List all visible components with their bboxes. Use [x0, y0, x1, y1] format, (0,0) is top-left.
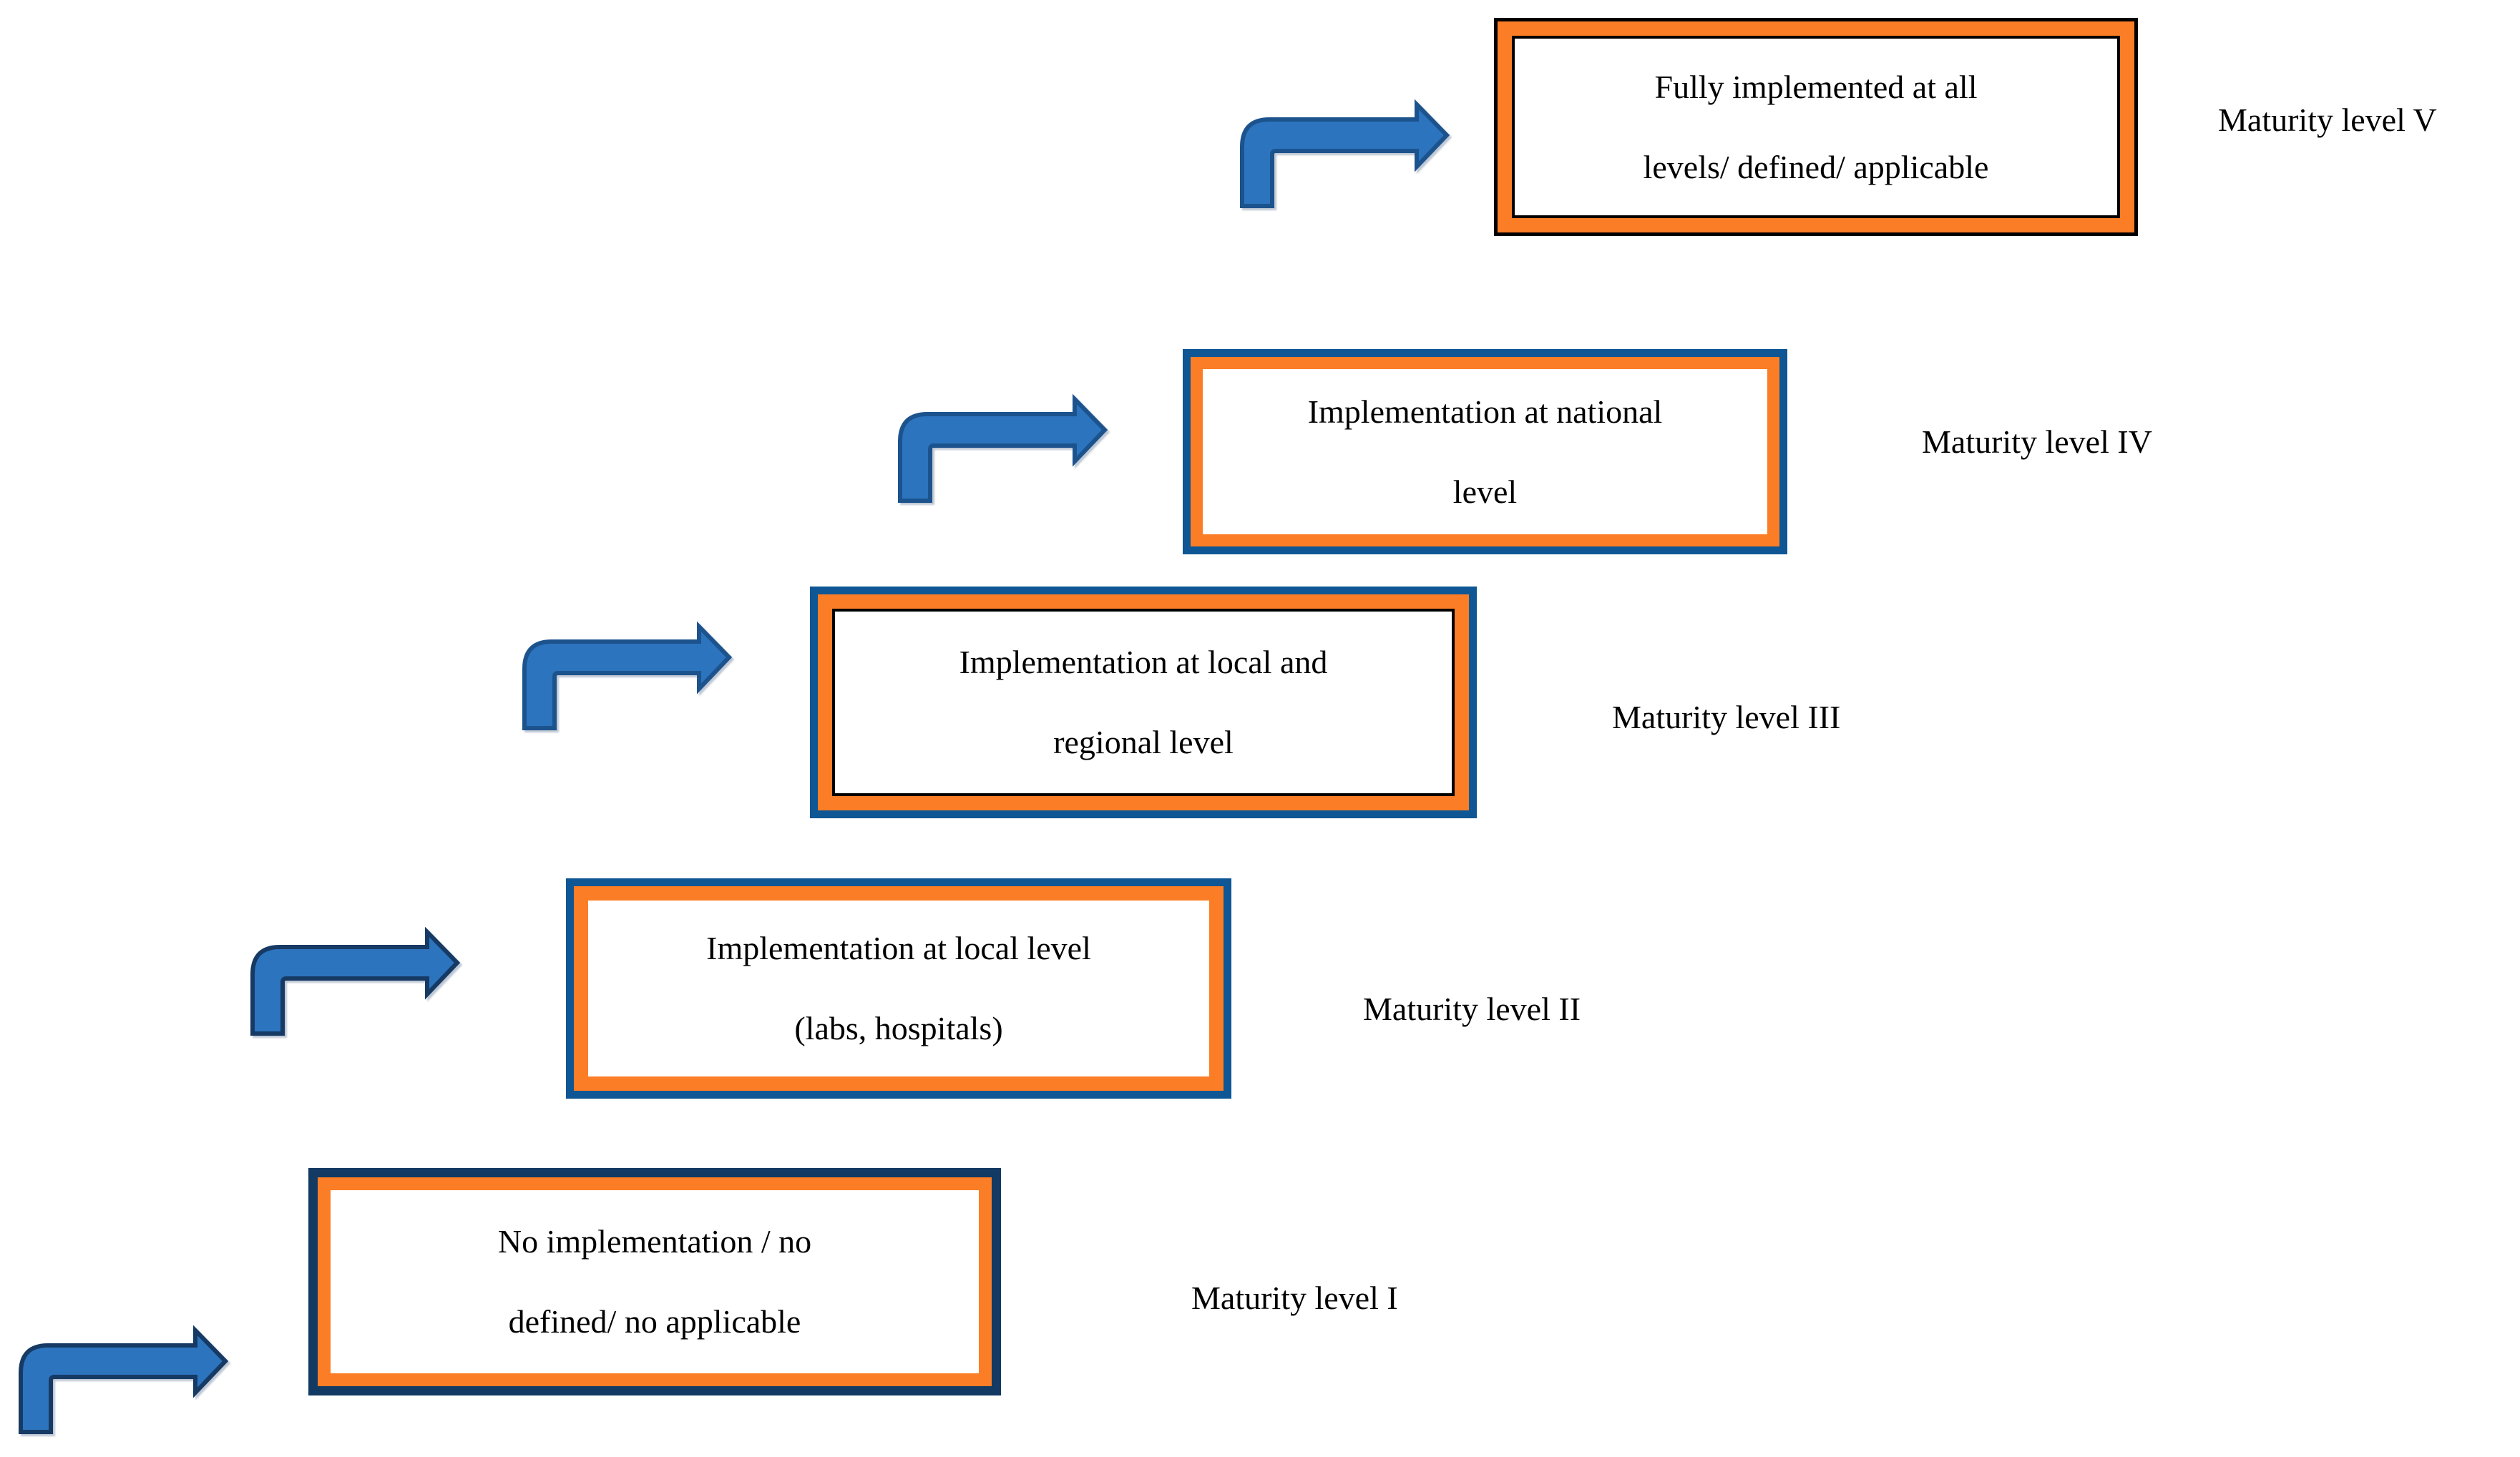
bent-arrow-icon-level-5: [1240, 99, 1450, 208]
maturity-level-5-text-line-2: levels/ defined/ applicable: [1643, 148, 1989, 185]
maturity-level-5-box-inner: Fully implemented at all levels/ defined…: [1512, 36, 2120, 218]
bent-arrow-icon-level-2: [250, 926, 461, 1036]
maturity-level-1-label: Maturity level I: [1191, 1280, 1398, 1316]
maturity-level-4-text-line-2: level: [1452, 473, 1518, 510]
maturity-level-3-box-inner: Implementation at local and regional lev…: [832, 609, 1455, 796]
maturity-level-4-text-line-1: Implementation at national: [1307, 393, 1663, 430]
maturity-level-3-label: Maturity level III: [1612, 699, 1841, 735]
bent-arrow-icon-level-3: [522, 621, 733, 730]
maturity-level-1-text-line-2: defined/ no applicable: [508, 1303, 801, 1340]
maturity-level-2-label: Maturity level II: [1363, 991, 1581, 1027]
bent-arrow-icon-level-4: [898, 393, 1108, 503]
maturity-level-1-text-line-1: No implementation / no: [497, 1223, 812, 1260]
maturity-level-3-text-line-2: regional level: [1053, 724, 1234, 760]
maturity-level-5-text-line-1: Fully implemented at all: [1654, 68, 1978, 105]
maturity-level-1-box-inner: No implementation / no defined/ no appli…: [331, 1190, 979, 1373]
bent-arrow-icon-level-1: [19, 1325, 229, 1434]
maturity-level-4-box: Implementation at national level: [1183, 349, 1787, 554]
maturity-level-1-box: No implementation / no defined/ no appli…: [308, 1168, 1001, 1395]
maturity-level-5-box: Fully implemented at all levels/ defined…: [1494, 18, 2138, 236]
maturity-level-2-box: Implementation at local level (labs, hos…: [566, 878, 1231, 1099]
maturity-level-4-box-inner: Implementation at national level: [1203, 369, 1767, 534]
maturity-level-2-text-line-2: (labs, hospitals): [794, 1010, 1003, 1046]
maturity-level-4-label: Maturity level IV: [1922, 423, 2152, 460]
maturity-level-2-box-inner: Implementation at local level (labs, hos…: [588, 901, 1209, 1076]
maturity-level-3-box: Implementation at local and regional lev…: [810, 587, 1477, 818]
maturity-level-3-text-line-1: Implementation at local and: [959, 644, 1328, 680]
maturity-level-5-label: Maturity level V: [2218, 102, 2437, 138]
maturity-level-2-text-line-1: Implementation at local level: [706, 930, 1091, 966]
